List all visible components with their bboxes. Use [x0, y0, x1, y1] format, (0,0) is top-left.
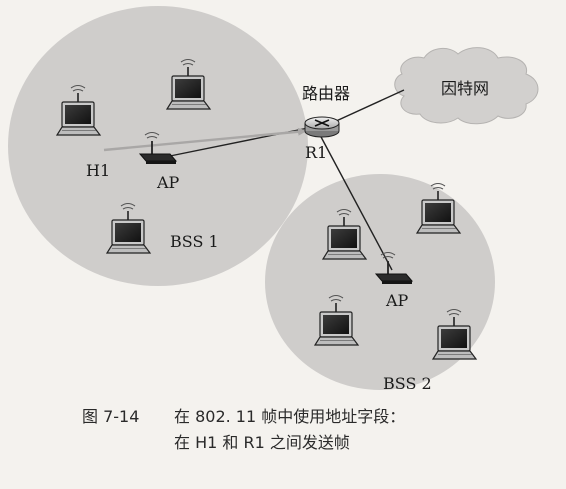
- bss2-label: BSS 2: [383, 374, 432, 393]
- caption-text-1: 在 802. 11 帧中使用地址字段：: [174, 407, 406, 426]
- figure-number: 图 7-14: [82, 407, 140, 426]
- internet-cloud: [394, 47, 539, 125]
- router-ap2-link: [319, 134, 393, 271]
- network-diagram: 路由器 因特网 H1 AP R1 BSS 1 AP BSS 2: [8, 6, 539, 393]
- h1-label: H1: [86, 161, 110, 180]
- caption-line-2: 在 H1 和 R1 之间发送帧: [174, 433, 350, 452]
- bss1-label: BSS 1: [170, 232, 219, 251]
- internet-label: 因特网: [441, 79, 489, 98]
- router-label: 路由器: [302, 84, 350, 103]
- router-icon: [304, 116, 340, 138]
- r1-label: R1: [305, 143, 327, 162]
- ap1-label: AP: [156, 173, 180, 192]
- frame-arrow: [103, 127, 307, 152]
- router-internet-link: [333, 89, 405, 123]
- caption-line-1: 图 7-14 在 802. 11 帧中使用地址字段：: [82, 404, 405, 430]
- ap2-label: AP: [385, 291, 409, 310]
